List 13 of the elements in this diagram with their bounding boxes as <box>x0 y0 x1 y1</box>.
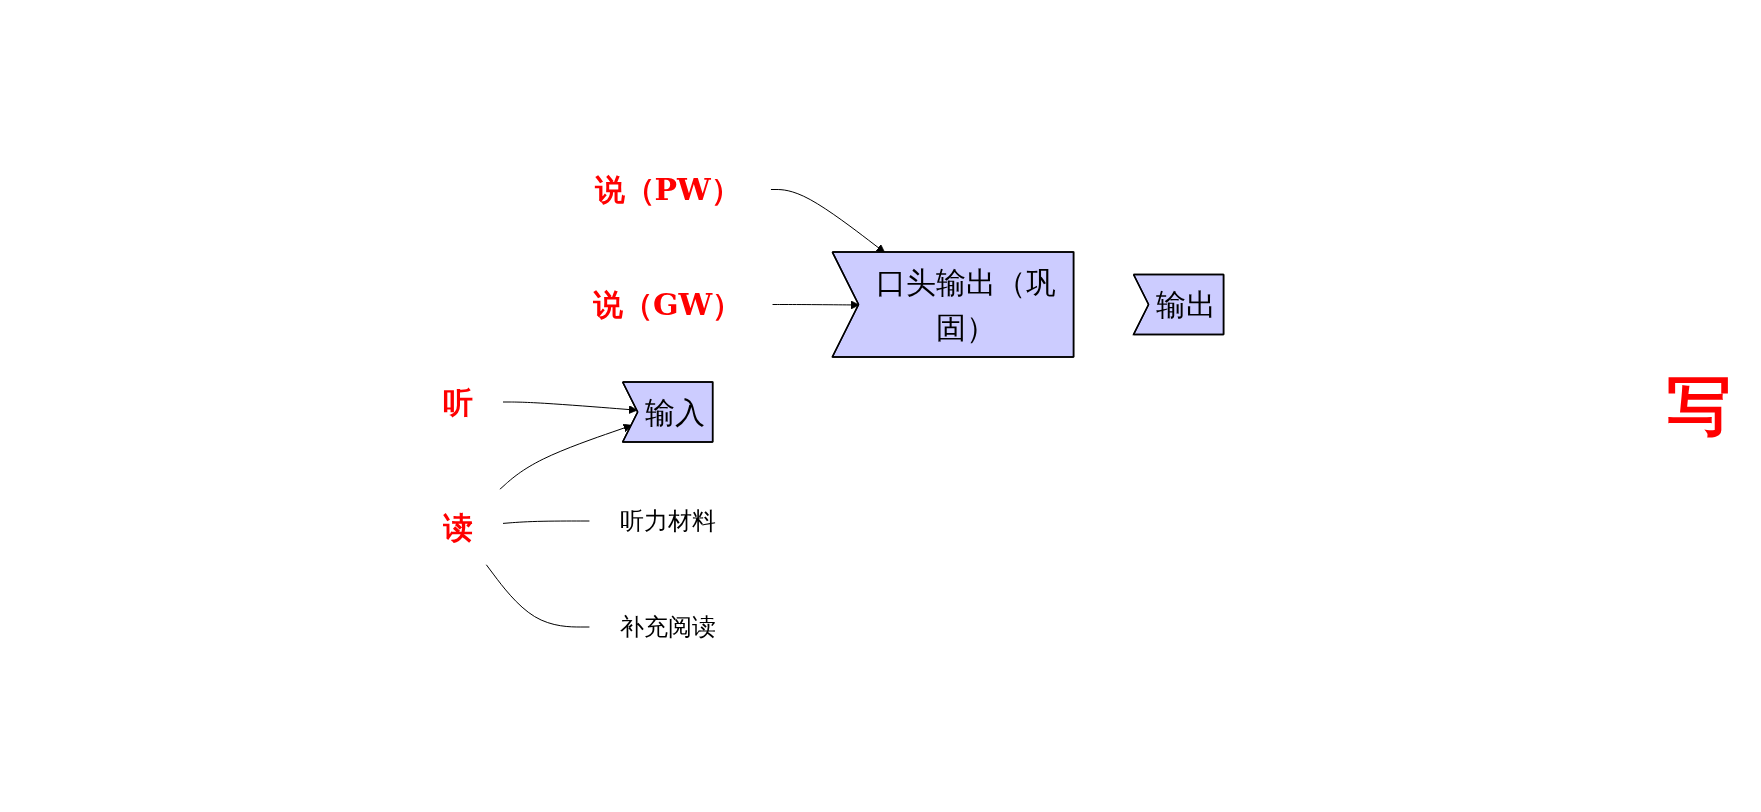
node-text: 说（PW） <box>594 172 741 207</box>
arrow <box>772 300 860 310</box>
node-text: 听力材料 <box>619 507 716 535</box>
note-text: 写 <box>1667 366 1731 445</box>
connector <box>485 564 591 628</box>
arrow <box>499 423 633 490</box>
node-text: 补充阅读 <box>619 613 716 641</box>
connector <box>502 520 591 524</box>
arrow <box>502 401 638 414</box>
node-text: 读 <box>443 509 474 545</box>
arrow <box>770 189 886 253</box>
node-text: 说（GW） <box>593 287 743 322</box>
node-text: 听 <box>443 384 474 420</box>
